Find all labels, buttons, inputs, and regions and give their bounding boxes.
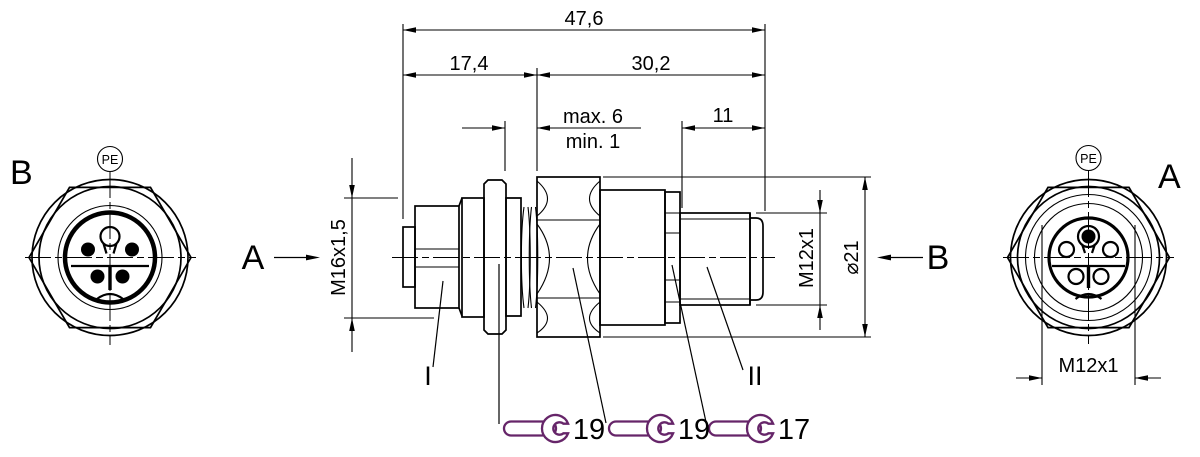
- dimension-total-length: 47,6: [403, 8, 765, 33]
- wrench-callouts: 19 19 17: [498, 264, 810, 446]
- contact-socket: [1057, 240, 1076, 259]
- contact-socket: [1101, 240, 1120, 259]
- dimensions: 47,6 17,4 30,2 max. 6 min. 1: [328, 8, 871, 352]
- dim-left-length: 17,4: [450, 53, 489, 75]
- dimension-panel-thickness: max. 6 min. 1: [462, 106, 641, 153]
- dimension-thread-length: 11: [682, 105, 765, 131]
- right-view-label: A: [1158, 158, 1181, 196]
- dimension-m12-thread: M12x1: [796, 190, 823, 330]
- pe-symbol: PE: [96, 145, 124, 173]
- contact-pin: [81, 242, 95, 257]
- wrench-icon-3: [707, 413, 775, 444]
- insert-detail: [71, 225, 149, 300]
- dimension-face-thread: M12x1: [1016, 225, 1161, 385]
- dim-m16-thread: M16x1,5: [328, 219, 350, 296]
- view-arrow-b-label: B: [927, 239, 950, 277]
- side-view: A B I II 47,6: [242, 8, 950, 391]
- dimension-left-length: 17,4: [403, 53, 537, 78]
- dim-right-length: 30,2: [632, 53, 671, 75]
- wrench-icon-2: [607, 413, 675, 444]
- right-face-view: A PE M12: [1003, 144, 1181, 385]
- view-arrow-a: A: [242, 239, 320, 277]
- dim-panel-max: max. 6: [563, 106, 623, 128]
- wrench-size-2: 19: [678, 414, 710, 446]
- part-label-two: II: [747, 361, 762, 391]
- pe-label: PE: [1080, 152, 1097, 166]
- left-view-label: B: [10, 154, 33, 192]
- contact-insert: [62, 210, 158, 305]
- dim-total-length: 47,6: [565, 8, 604, 30]
- wrench-icon-1: [502, 413, 570, 444]
- insert-detail: [1052, 224, 1125, 300]
- hex-outline: [28, 186, 192, 329]
- part-labels: I II: [424, 266, 763, 391]
- part-two-body: [599, 189, 764, 326]
- contact-insert: [1047, 216, 1130, 299]
- wrench-size-3: 17: [778, 414, 810, 446]
- view-arrow-a-label: A: [242, 239, 265, 277]
- contact-pin: [125, 242, 139, 257]
- contact-socket: [1092, 267, 1110, 286]
- wrench-size-1: 19: [573, 414, 605, 446]
- contact-pin: [115, 269, 130, 284]
- dim-m12-thread: M12x1: [796, 228, 818, 288]
- dim-body-diameter: ⌀21: [841, 240, 863, 274]
- hex-outline: [1006, 186, 1171, 329]
- pe-label: PE: [102, 153, 119, 167]
- view-arrow-b: B: [877, 239, 949, 277]
- dim-panel-min: min. 1: [566, 131, 620, 153]
- contact-pin: [90, 269, 105, 284]
- dimension-body-diameter: ⌀21: [841, 177, 868, 337]
- pe-contact: [1081, 229, 1096, 244]
- dim-face-thread: M12x1: [1058, 355, 1118, 377]
- pe-symbol: PE: [1075, 144, 1102, 172]
- contact-socket: [1067, 267, 1085, 286]
- dimension-m16-thread: M16x1,5: [328, 158, 355, 352]
- part-one-body: [402, 197, 485, 318]
- left-face-view: B PE: [10, 145, 196, 345]
- dimension-right-length: 30,2: [537, 53, 765, 78]
- part-label-one: I: [424, 361, 432, 391]
- dim-thread-length: 11: [713, 105, 734, 127]
